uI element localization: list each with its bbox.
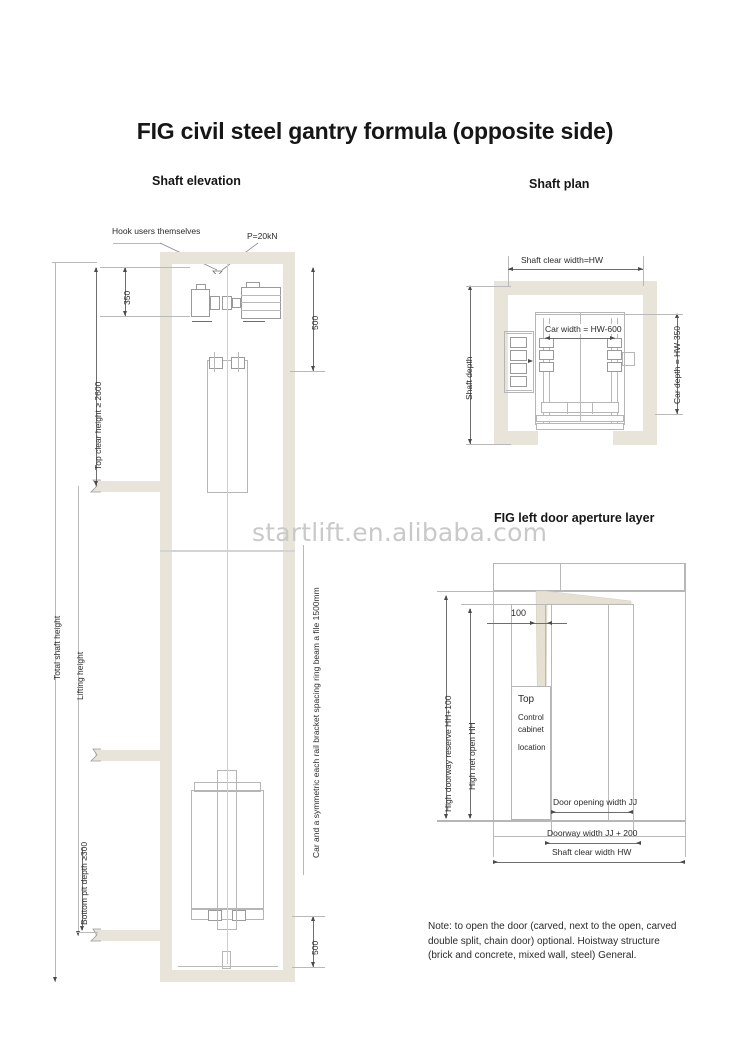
break-symbol-1: [90, 479, 101, 493]
floor-slab-2: [95, 750, 167, 761]
callout-hook-label: Hook users themselves: [112, 226, 201, 236]
hoistway-left-wall-lower: [160, 650, 172, 982]
break-symbol-3: [90, 928, 101, 942]
dim-350: 350: [122, 290, 132, 305]
plan-wall-right: [643, 281, 657, 445]
floor-slab-3: [95, 930, 167, 941]
hoistway-right-wall: [283, 252, 295, 982]
callout-load-label: P=20kN: [247, 231, 278, 241]
plan-wall-bottom-left: [494, 431, 538, 445]
car-guide-shoe-left: [208, 910, 222, 921]
cabinet-label-cabinet: cabinet: [518, 725, 544, 734]
hoistway-left-wall-upper: [160, 252, 172, 650]
cabinet-label-location: location: [518, 743, 546, 752]
dim-shaft-clear-width: Shaft clear width=HW: [521, 255, 603, 265]
floor-slab-1: [95, 481, 167, 492]
page-title: FIG civil steel gantry formula (opposite…: [136, 118, 614, 144]
note-rail-bracket-spacing: Car and a symmetric each rail bracket sp…: [311, 587, 321, 858]
dim-500-top: 500: [310, 315, 320, 330]
plan-wall-bottom-right: [613, 431, 657, 445]
dim-car-depth: Car depth = HW-350: [672, 325, 682, 404]
plan-rail-shoe-right-b: [607, 350, 622, 360]
section-title-shaft-elevation: Shaft elevation: [152, 174, 241, 188]
break-symbol-2: [90, 748, 101, 762]
section-title-door-aperture: FIG left door aperture layer: [494, 511, 655, 525]
plan-wall-left: [494, 281, 508, 445]
door-header-band: [493, 563, 685, 591]
plan-rail-shoe-left-b: [539, 350, 554, 360]
hoistway-pit-floor: [160, 970, 295, 982]
dim-shaft-clear-width-hw: Shaft clear width HW: [552, 847, 632, 857]
car-buffer: [222, 951, 231, 969]
cabinet-label-top: Top: [518, 694, 535, 705]
dim-high-doorway-reserve: High doorway reserve HH+100: [443, 695, 453, 812]
car-guide-shoe-right: [232, 910, 246, 921]
dim-lifting-height: Lifting height: [75, 651, 85, 700]
plan-rail-shoe-right-c: [607, 362, 622, 372]
plan-counterweight-frame: [504, 331, 534, 393]
section-title-shaft-plan: Shaft plan: [529, 177, 590, 191]
plan-door-sill-b: [536, 423, 624, 430]
dim-total-shaft-height: Total shaft height: [52, 615, 62, 680]
watermark-text: startlift.en.alibaba.com: [252, 518, 548, 547]
cabinet-label-control: Control: [518, 713, 544, 722]
dim-top-clear-height: Top clear height ≥ 2600: [93, 381, 103, 470]
note-text: Note: to open the door (carved, next to …: [428, 921, 677, 961]
dim-car-width: Car width = HW-600: [544, 324, 623, 334]
dim-door-opening-width: Door opening width JJ: [553, 797, 638, 807]
dim-doorway-width: Doorway width JJ + 200: [547, 828, 638, 838]
dim-500-bottom: 500: [310, 940, 320, 955]
counterweight-guide-left: [209, 357, 223, 369]
plan-rail-shoe-left-c: [539, 362, 554, 372]
plan-rail-shoe-right-a: [607, 338, 622, 348]
dim-high-net-open: High net open HH: [467, 722, 477, 790]
plan-wall-top: [494, 281, 657, 295]
dim-100: 100: [511, 608, 527, 618]
hoistway-top-slab: [160, 252, 295, 264]
dim-bottom-pit-depth: Bottom pit depth ≥300: [79, 841, 89, 925]
plan-rail-shoe-left-a: [539, 338, 554, 348]
dim-shaft-depth: Shaft depth: [464, 356, 474, 400]
control-cabinet-box: [511, 686, 551, 820]
